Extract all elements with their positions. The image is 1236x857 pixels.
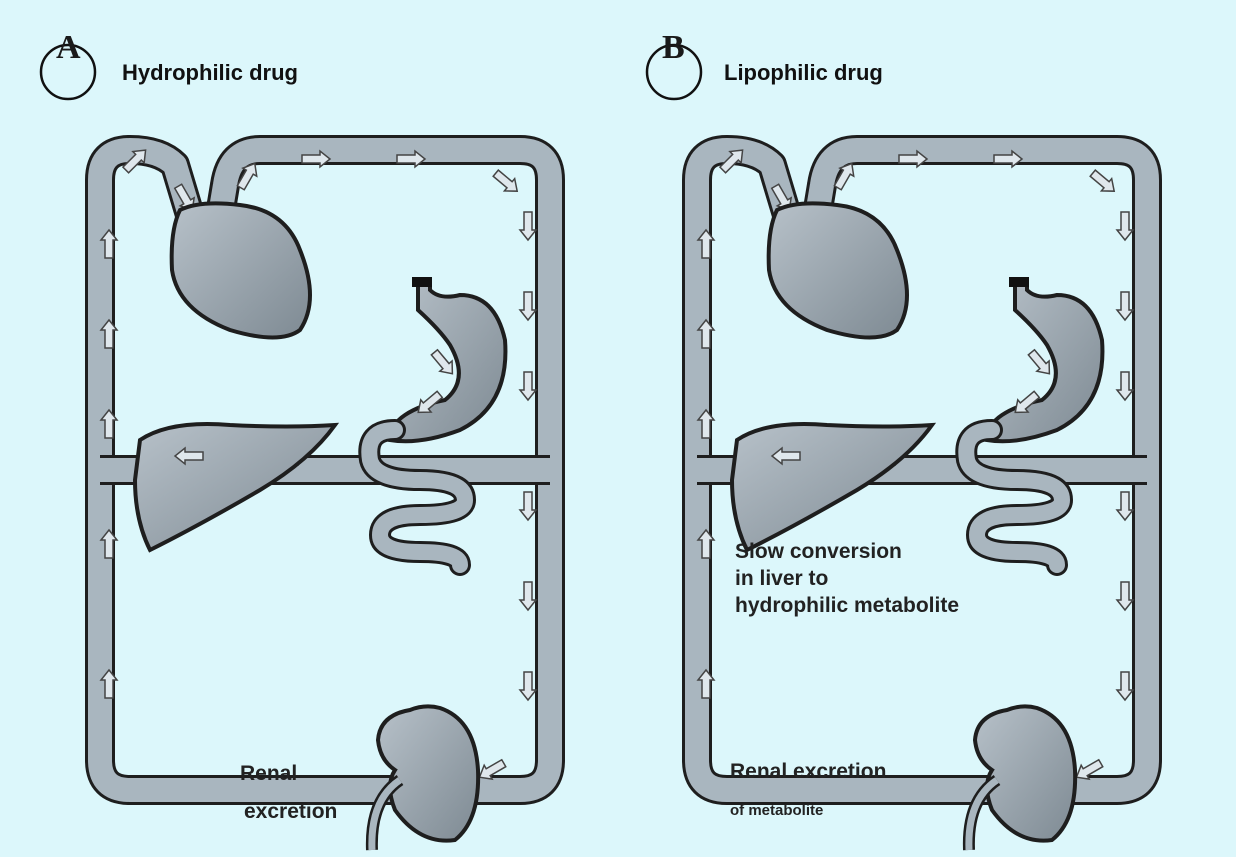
panel-a-title: Hydrophilic drug xyxy=(122,60,298,85)
panel-b-liver-note-line2: in liver to xyxy=(735,567,828,590)
panel-b-title: Lipophilic drug xyxy=(724,60,883,85)
panel-a-renal-label-line1: Renal xyxy=(240,762,297,785)
panel-b: B Lipophilic drug Slow conversion in liv… xyxy=(647,29,1147,850)
panel-a: A Hydrophilic drug Renal excretion xyxy=(41,29,550,850)
panel-a-renal-label-line2: excretion xyxy=(244,800,337,823)
panel-b-renal-label-line2: of metabolite xyxy=(730,802,823,819)
panel-b-letter: B xyxy=(662,29,685,66)
panel-b-liver-note-line3: hydrophilic metabolite xyxy=(735,594,959,617)
panel-b-renal-label-line1: Renal excretion xyxy=(730,760,886,783)
panel-b-liver-note-line1: Slow conversion xyxy=(735,540,902,563)
panel-a-letter: A xyxy=(56,29,81,66)
